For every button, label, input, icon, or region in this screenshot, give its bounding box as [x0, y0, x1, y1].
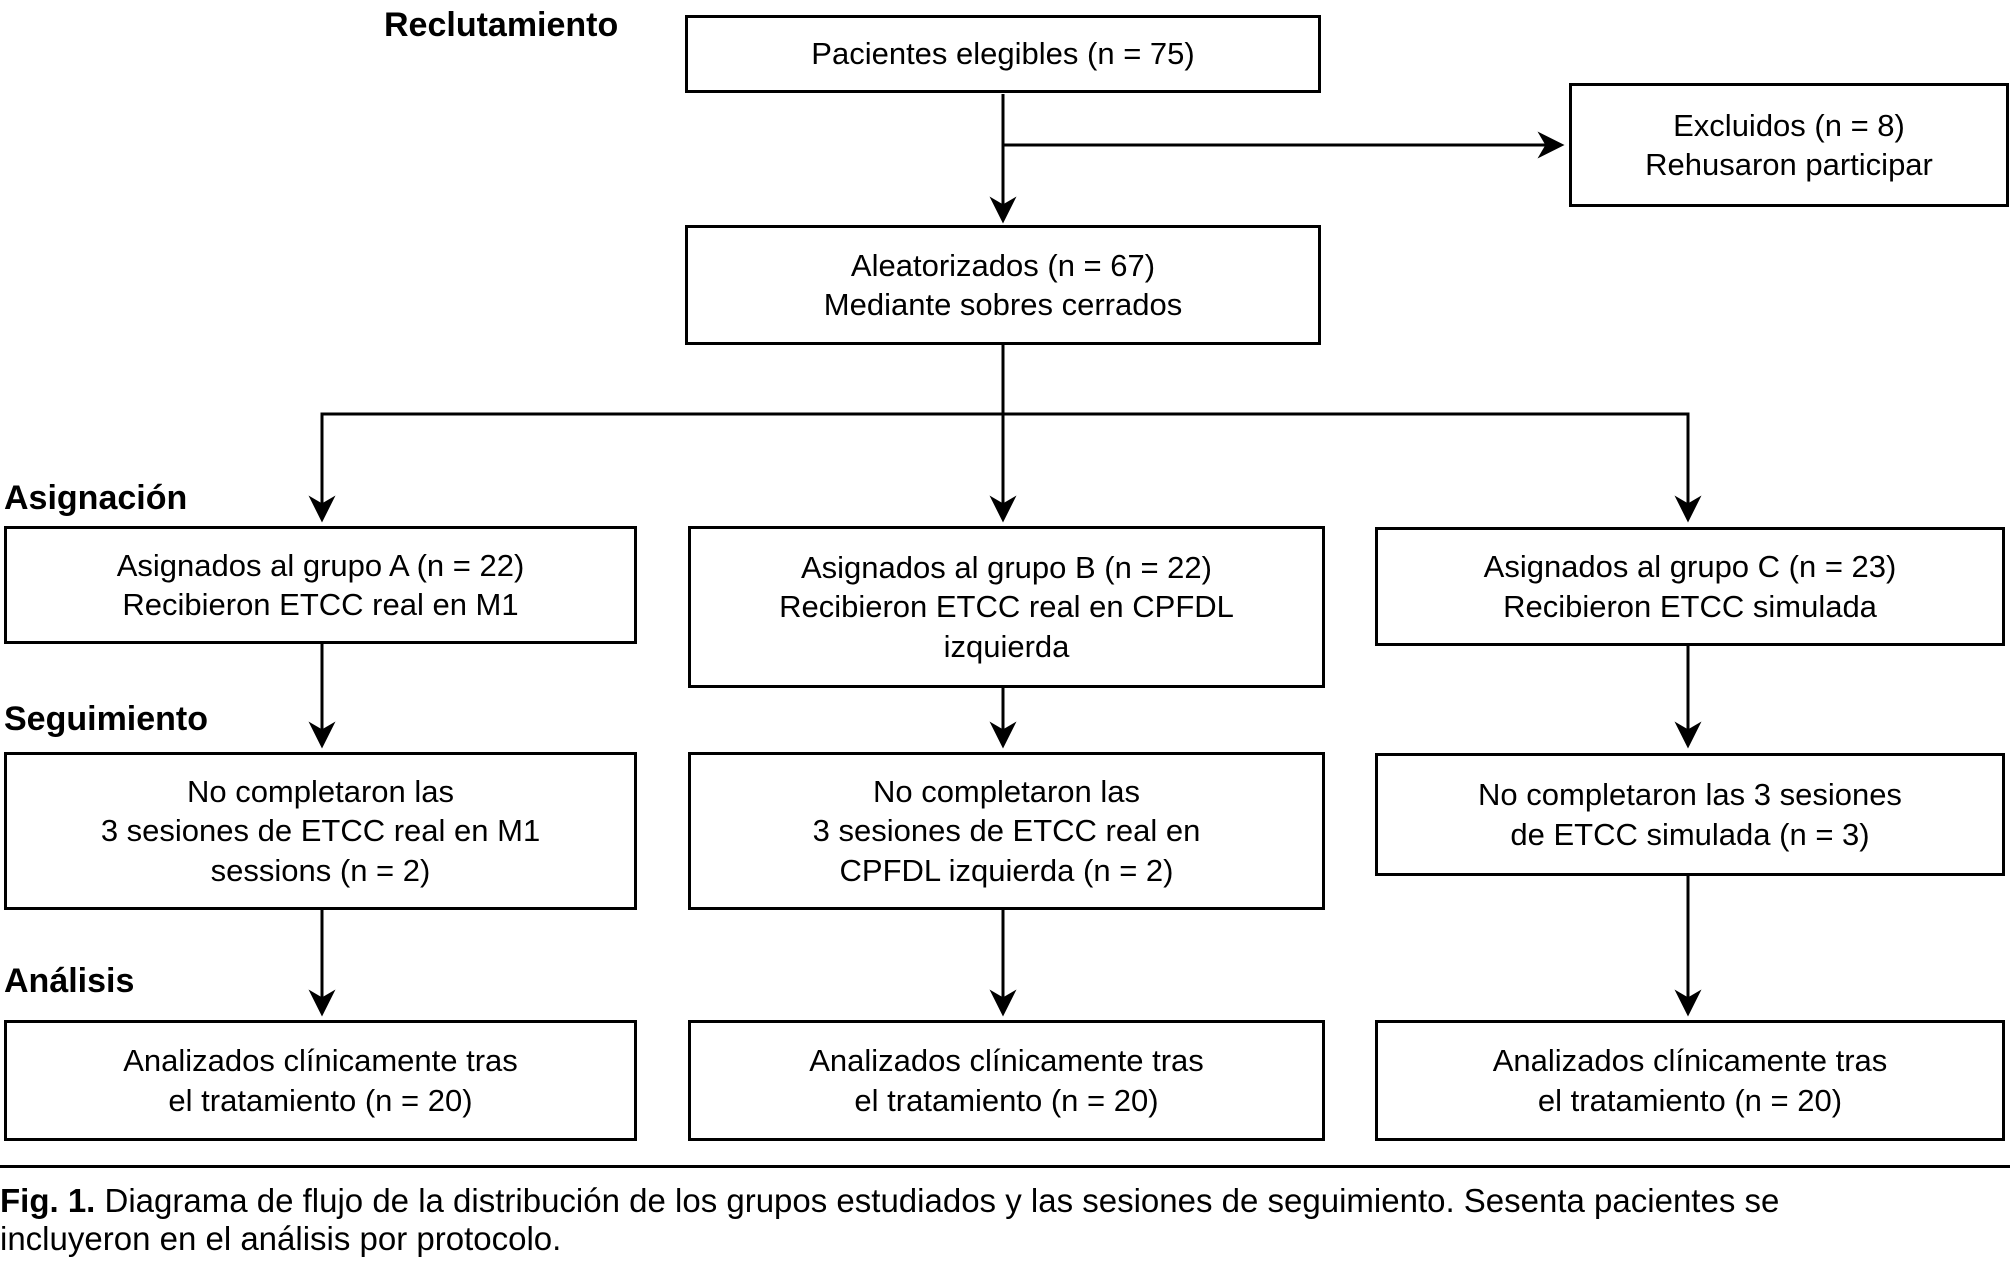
excluded-text: Excluidos (n = 8) Rehusaron participar	[1645, 107, 1933, 182]
followup-b-text: No completaron las 3 sesiones de ETCC re…	[812, 773, 1201, 888]
analysis-a-box: Analizados clínicamente tras el tratamie…	[4, 1020, 637, 1141]
randomized-box: Aleatorizados (n = 67) Mediante sobres c…	[685, 225, 1321, 345]
analysis-c-text: Analizados clínicamente tras el tratamie…	[1492, 1043, 1888, 1118]
eligible-patients-text: Pacientes elegibles (n = 75)	[811, 36, 1195, 72]
stage-label-allocation: Asignación	[4, 479, 188, 517]
analysis-b-box: Analizados clínicamente tras el tratamie…	[688, 1020, 1325, 1141]
followup-a-text: No completaron las 3 sesiones de ETCC re…	[100, 773, 541, 888]
group-a-text: Asignados al grupo A (n = 22) Recibieron…	[116, 547, 525, 622]
followup-a-box: No completaron las 3 sesiones de ETCC re…	[4, 752, 637, 910]
stage-label-followup: Seguimiento	[4, 700, 209, 738]
group-c-text: Asignados al grupo C (n = 23) Recibieron…	[1483, 549, 1897, 624]
group-c-box: Asignados al grupo C (n = 23) Recibieron…	[1375, 527, 2005, 646]
randomized-text: Aleatorizados (n = 67) Mediante sobres c…	[823, 247, 1183, 322]
analysis-c-box: Analizados clínicamente tras el tratamie…	[1375, 1020, 2005, 1141]
group-b-text: Asignados al grupo B (n = 22) Recibieron…	[779, 549, 1234, 664]
followup-c-box: No completaron las 3 sesiones de ETCC si…	[1375, 753, 2005, 876]
figure-caption: Fig. 1. Diagrama de flujo de la distribu…	[0, 1182, 2010, 1257]
excluded-box: Excluidos (n = 8) Rehusaron participar	[1569, 83, 2009, 207]
caption-divider	[0, 1165, 2010, 1168]
group-a-box: Asignados al grupo A (n = 22) Recibieron…	[4, 526, 637, 644]
eligible-patients-box: Pacientes elegibles (n = 75)	[685, 15, 1321, 93]
analysis-a-text: Analizados clínicamente tras el tratamie…	[123, 1043, 518, 1118]
stage-label-analysis: Análisis	[4, 962, 135, 1000]
figure-caption-text: Diagrama de flujo de la distribución de …	[0, 1182, 1780, 1257]
group-b-box: Asignados al grupo B (n = 22) Recibieron…	[688, 526, 1325, 688]
figure-caption-label: Fig. 1.	[0, 1182, 96, 1219]
followup-b-box: No completaron las 3 sesiones de ETCC re…	[688, 752, 1325, 910]
stage-label-recruitment: Reclutamiento	[384, 6, 619, 44]
followup-c-text: No completaron las 3 sesiones de ETCC si…	[1478, 777, 1902, 852]
analysis-b-text: Analizados clínicamente tras el tratamie…	[809, 1043, 1204, 1118]
